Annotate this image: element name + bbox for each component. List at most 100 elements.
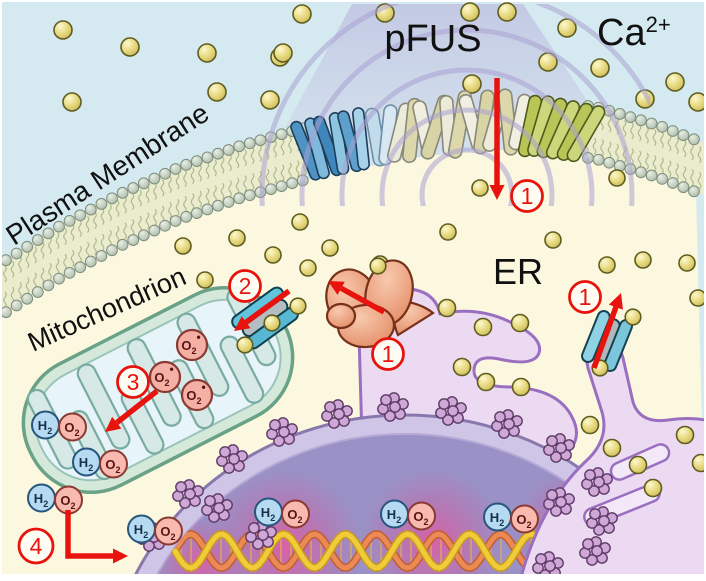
lipid-bead: [603, 156, 616, 169]
calcium-ion: [462, 74, 482, 94]
lipid-bead: [74, 209, 87, 222]
svg-text:O2: O2: [60, 493, 75, 511]
pump-subunit: [581, 310, 611, 363]
o2-circle: [281, 499, 310, 529]
red-arrow: [489, 78, 505, 200]
calcium-ion: [460, 2, 480, 22]
step-marker: 3: [116, 365, 150, 399]
lipid-bead: [201, 151, 214, 164]
step-marker: 2: [228, 269, 262, 303]
calcium-ion: [628, 455, 648, 475]
plasma-membrane: [0, 88, 704, 319]
calcium-ion: [437, 298, 457, 318]
calcium-ion: [643, 478, 663, 498]
release-channel-lobe: [325, 302, 357, 330]
lipid-bead: [63, 214, 76, 227]
transported-calcium-ions: [236, 257, 642, 377]
ribosome-cluster: [435, 396, 467, 426]
calcium-ion: [665, 72, 685, 92]
ribosome-cluster: [579, 536, 611, 566]
lipid-bead: [31, 286, 44, 298]
lipid-bead: [10, 247, 23, 260]
lipid-bead: [212, 147, 224, 160]
h2o2-molecule: [380, 499, 436, 531]
lipid-bead: [84, 255, 97, 268]
superoxide-molecule: [148, 360, 182, 394]
lipid-bead: [666, 125, 679, 137]
calcium-ion: [197, 43, 217, 63]
h2o2-molecule: [27, 483, 83, 515]
svg-text:O2: O2: [413, 509, 428, 527]
calcium-ion: [289, 297, 307, 315]
h2o2-molecule: [483, 502, 539, 534]
svg-text:O2: O2: [287, 507, 302, 525]
h2o2-molecule: [127, 514, 183, 546]
calcium-ion: [511, 377, 531, 397]
calcium-ion: [196, 271, 214, 289]
ribosome-cluster: [543, 487, 575, 517]
ribosome-cluster: [581, 467, 613, 497]
er-calcium-release-channel: [325, 259, 435, 349]
calcium-ion: [544, 231, 562, 249]
calcium-ion: [439, 223, 457, 241]
crista: [219, 335, 265, 404]
lipid-bead: [222, 196, 235, 208]
lipid-bead: [21, 240, 34, 253]
ribosome-cluster: [266, 417, 298, 447]
red-arrow: [65, 510, 128, 564]
lipid-bead: [159, 167, 171, 180]
lipid-bead: [0, 306, 12, 319]
lipid-bead: [137, 229, 150, 242]
o2-circle: [58, 412, 87, 442]
ribosome-cluster: [377, 392, 409, 422]
calcium-ion: [476, 372, 496, 392]
calcium-ion: [624, 308, 642, 326]
calcium-ion: [264, 246, 282, 264]
calcium-ion: [236, 336, 254, 354]
lipid-bead: [275, 180, 288, 193]
step-number: 3: [127, 369, 140, 395]
calcium-ion: [689, 289, 706, 307]
lipid-bead: [127, 234, 140, 246]
calcium-ion: [675, 425, 695, 445]
lipid-bead: [233, 192, 246, 205]
lipid-bead: [624, 111, 637, 124]
arrowhead: [113, 548, 128, 564]
calcium-ion: [120, 37, 140, 57]
step-marker: 1: [568, 280, 602, 314]
step-number: 1: [521, 183, 534, 209]
arrowhead: [489, 185, 505, 200]
lipid-bead: [201, 203, 214, 216]
calcium-ion: [608, 169, 626, 187]
lipid-bead: [656, 172, 669, 185]
calcium-ion: [260, 90, 280, 110]
o2-circle: [510, 504, 539, 534]
ultrasound-wave-arc: [259, 4, 650, 206]
er-label: ER: [493, 251, 543, 292]
calcium-ion: [580, 415, 600, 435]
svg-text:H2: H2: [490, 510, 504, 528]
ribosome-cluster: [586, 506, 618, 536]
step-marker: 4: [17, 527, 55, 565]
arrowhead: [328, 281, 345, 295]
calcium-ion: [634, 251, 652, 269]
ultrasound-wave-arc: [339, 67, 595, 206]
svg-text:O2•: O2•: [181, 330, 200, 356]
h2o2-molecule: [31, 410, 87, 442]
calcium-ion: [678, 254, 696, 272]
lipid-bead: [127, 182, 140, 194]
svg-text:O2: O2: [160, 524, 175, 542]
lipid-bead: [645, 117, 658, 130]
lipid-bead: [0, 254, 12, 267]
lipid-bead: [148, 172, 161, 185]
o2-circle: [99, 449, 128, 479]
svg-text:H2: H2: [261, 505, 275, 523]
superoxide-circle: [175, 328, 209, 362]
calcium-ion: [497, 2, 517, 22]
lipid-bead: [95, 198, 108, 210]
red-arrow: [234, 288, 291, 331]
lipid-bead: [286, 177, 299, 190]
calcium-ion: [291, 213, 309, 231]
